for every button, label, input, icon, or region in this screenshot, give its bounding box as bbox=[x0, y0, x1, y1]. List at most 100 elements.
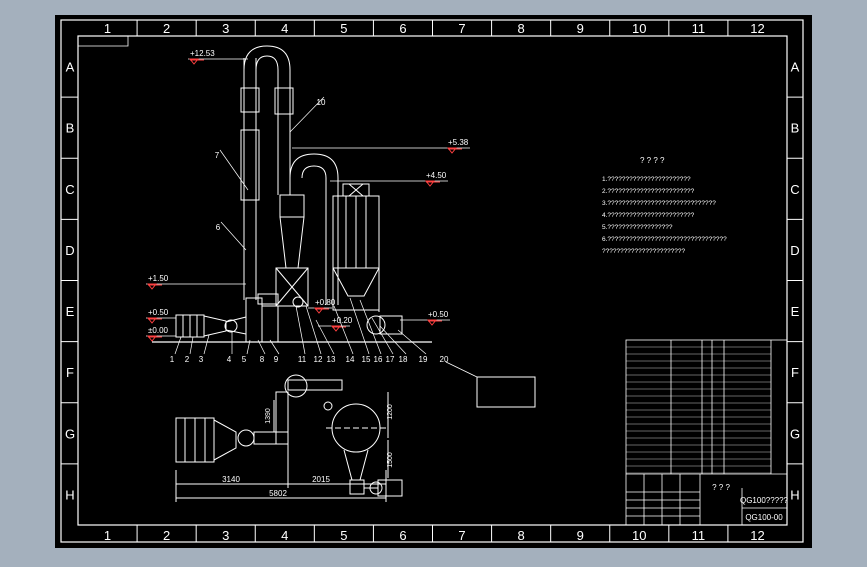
callout-leader bbox=[219, 149, 249, 191]
callout-label: 15 bbox=[362, 355, 371, 364]
dimension-text: 3140 bbox=[222, 475, 240, 484]
callout-label: 5 bbox=[242, 355, 247, 364]
grid-row-label: E bbox=[791, 304, 800, 319]
elevation-label: +0.50 bbox=[428, 310, 449, 319]
callout-label: 6 bbox=[216, 223, 221, 232]
grid-row-label: D bbox=[65, 243, 74, 258]
elevation-symbol bbox=[146, 317, 158, 324]
grid-column-label: 10 bbox=[632, 21, 646, 36]
callout-leader bbox=[305, 305, 322, 355]
parts-list-table bbox=[625, 339, 788, 526]
grid-column-label: 1 bbox=[104, 21, 111, 36]
dimension-text: 1390 bbox=[265, 408, 272, 424]
grid-column-label: 2 bbox=[163, 21, 170, 36]
bend-to-cyclone bbox=[289, 153, 339, 179]
grid-row-label: H bbox=[65, 487, 74, 502]
note-line: ??????????????????????? bbox=[602, 248, 686, 255]
grid-column-label: 11 bbox=[692, 21, 706, 36]
callout-leader bbox=[371, 317, 394, 355]
callout-leader bbox=[295, 305, 306, 355]
corner-mark bbox=[78, 36, 129, 47]
grid-column-label: 6 bbox=[399, 528, 406, 543]
notes-heading: ? ? ? ? bbox=[640, 156, 665, 165]
exhaust-fan bbox=[366, 315, 386, 335]
grid-row-label: B bbox=[66, 121, 75, 136]
callout-leader bbox=[333, 305, 354, 355]
plan-view bbox=[175, 374, 403, 502]
callout-label: 13 bbox=[327, 355, 336, 364]
elevation-symbol bbox=[424, 180, 436, 187]
callout-label: 8 bbox=[260, 355, 265, 364]
grid-column-label: 2 bbox=[163, 528, 170, 543]
grid-column-label: 4 bbox=[281, 528, 288, 543]
separator-cross bbox=[348, 183, 364, 197]
note-line: 1.??????????????????????? bbox=[602, 176, 691, 183]
transition-cone bbox=[203, 315, 227, 337]
elevation-label: +1.50 bbox=[148, 274, 169, 283]
detail-leader bbox=[445, 361, 478, 378]
elevation-label: +0.80 bbox=[315, 298, 336, 307]
grid-column-label: 10 bbox=[632, 528, 646, 543]
drawing-number: QG100-00 bbox=[745, 513, 783, 522]
elevation-label: +0.50 bbox=[148, 308, 169, 317]
riser-joint bbox=[240, 87, 260, 113]
callout-label: 9 bbox=[274, 355, 279, 364]
elevation-symbol bbox=[146, 283, 158, 290]
grid-row-label: G bbox=[790, 426, 800, 441]
grid-row-label: F bbox=[66, 365, 74, 380]
elevation-label: +0.20 bbox=[332, 316, 353, 325]
callout-leader bbox=[203, 334, 210, 355]
drawing-sheet bbox=[55, 15, 812, 548]
grid-column-label: 1 bbox=[104, 528, 111, 543]
elevation-symbol bbox=[313, 307, 325, 314]
grid-column-label: 9 bbox=[577, 21, 584, 36]
dimension-text: 1200 bbox=[387, 404, 394, 420]
callout-leader bbox=[189, 336, 194, 355]
callout-label: 2 bbox=[185, 355, 190, 364]
callout-leader bbox=[289, 96, 325, 133]
dimension-text: 1500 bbox=[387, 452, 394, 468]
note-line: 2.???????????????????????? bbox=[602, 188, 695, 195]
callout-label: 4 bbox=[227, 355, 232, 364]
title-block-frame bbox=[625, 339, 788, 526]
riser-section bbox=[240, 129, 260, 201]
inlet-pipe bbox=[225, 329, 247, 335]
title-block-marks: ? ? ? bbox=[712, 483, 730, 492]
callout-leader bbox=[174, 336, 182, 355]
grid-row-label: F bbox=[791, 365, 799, 380]
callout-label: 16 bbox=[374, 355, 383, 364]
dimension-text: 5802 bbox=[269, 489, 287, 498]
grid-column-label: 11 bbox=[692, 528, 706, 543]
plan-cone bbox=[213, 419, 237, 461]
grid-row-label: H bbox=[790, 487, 799, 502]
downcomer-joint bbox=[274, 87, 294, 115]
callout-label: 1 bbox=[170, 355, 175, 364]
grid-column-label: 9 bbox=[577, 528, 584, 543]
grid-column-label: 12 bbox=[750, 21, 764, 36]
elevation-symbol bbox=[330, 325, 342, 332]
feeder-wheel bbox=[224, 319, 238, 333]
elevation-view bbox=[152, 45, 432, 343]
bend-to-cyclone-inner bbox=[301, 165, 327, 179]
feeder-hopper bbox=[257, 293, 279, 305]
callout-leader bbox=[379, 325, 407, 355]
grid-column-label: 7 bbox=[458, 528, 465, 543]
plan-outlet bbox=[349, 479, 365, 495]
callout-label: 11 bbox=[298, 355, 307, 364]
note-line: 3.?????????????????????????????? bbox=[602, 200, 716, 207]
elevation-label: +5.38 bbox=[448, 138, 469, 147]
callout-label: 12 bbox=[314, 355, 323, 364]
plan-riser bbox=[275, 391, 289, 445]
grid-column-label: 6 bbox=[399, 21, 406, 36]
note-line: 6.????????????????????????????????? bbox=[602, 236, 727, 243]
grid-row-label: C bbox=[790, 182, 799, 197]
elevation-label: ±0.00 bbox=[148, 326, 169, 335]
top-bend-outer bbox=[243, 45, 291, 71]
stand-brace bbox=[275, 267, 309, 307]
grid-column-label: 8 bbox=[518, 21, 525, 36]
elevation-label: +4.50 bbox=[426, 171, 447, 180]
